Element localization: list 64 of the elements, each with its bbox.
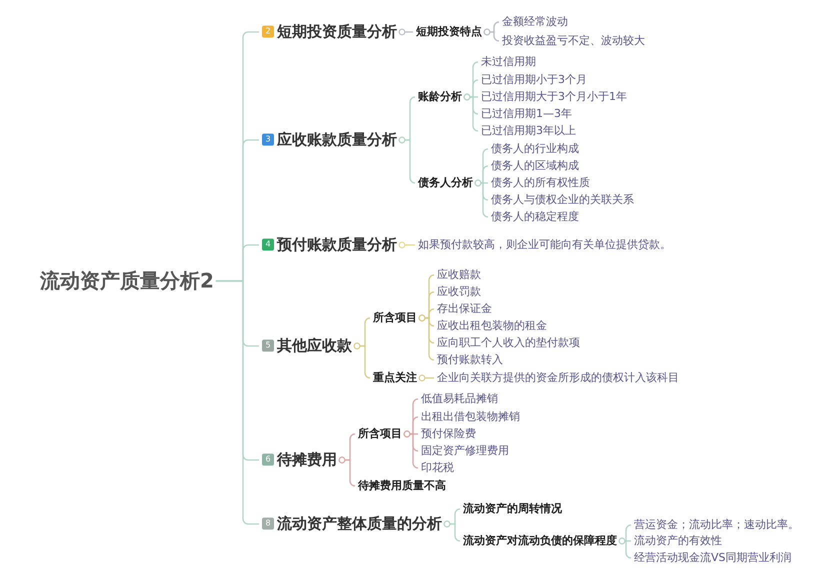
detail-label: 已过信用期1—3年 [481,107,572,121]
subtopic-label: 流动资产的周转情况 [463,502,562,516]
detail-label: 债务人的所有权性质 [491,176,590,190]
detail-label: 企业向关联方提供的资金所形成的债权计入该科目 [437,371,679,385]
number-badge: 3 [262,134,274,146]
detail-label: 如果预付款较高，则企业可能向有关单位提供贷款。 [418,238,671,252]
detail-label: 债务人的稳定程度 [491,210,579,224]
detail-label: 金额经常波动 [502,15,568,29]
number-badge: 6 [262,454,274,466]
number-badge: 2 [262,26,274,38]
connector-line [398,28,413,36]
detail-label: 固定资产修理费用 [421,444,509,458]
connector-line [484,28,500,42]
detail-label: 未过信用期 [481,55,536,69]
main-topic-title: 短期投资质量分析 [277,22,397,42]
subtopic-label: 所含项目 [373,311,417,325]
main-topic-title: 待摊费用 [277,450,337,470]
connector-line [216,280,259,525]
main-topic-title: 应收账款质量分析 [277,130,397,150]
connector-line [474,180,489,218]
main-topic-title: 流动资产整体质量的分析 [277,514,442,534]
detail-label: 应收出租包装物的租金 [437,319,547,333]
main-topic-title: 预付账款质量分析 [277,236,397,254]
detail-label: 预付账款转入 [437,353,503,367]
subtopic-label: 短期投资特点 [416,25,482,39]
connector-line [444,520,461,542]
connector-line [418,314,435,361]
detail-label: 应向职工个人收入的垫付款项 [437,336,580,350]
connector-line [404,430,419,469]
main-topic-title: 其他应收款 [277,336,352,356]
detail-label: 应收赔款 [437,268,481,282]
detail-label: 债务人的区域构成 [491,159,579,173]
subtopic-label: 账龄分析 [418,90,462,104]
detail-label: 已过信用期大于3个月小于1年 [481,90,627,104]
detail-label: 印花税 [421,461,454,475]
subtopic-label: 所含项目 [358,427,402,441]
connector-line [398,136,416,184]
connector-line [618,538,632,559]
connector-line [338,456,356,487]
detail-label: 经营活动现金流VS同期营业利润 [634,551,792,565]
detail-label: 已过信用期3年以上 [481,124,576,138]
connector-line [354,342,371,379]
number-badge: 4 [262,239,274,251]
subtopic-label: 流动资产对流动负债的保障程度 [463,534,617,548]
number-badge: 5 [262,340,274,352]
detail-label: 应收罚款 [437,285,481,299]
detail-label: 营运资金；流动比率；速动比率。 [634,518,799,532]
detail-label: 投资收益盈亏不定、波动较大 [502,34,645,48]
subtopic-label: 债务人分析 [418,176,473,190]
detail-label: 存出保证金 [437,302,492,316]
subtopic-label: 待摊费用质量不高 [358,479,446,493]
number-badge: 8 [262,518,274,530]
detail-label: 预付保险费 [421,427,476,441]
detail-label: 已过信用期小于3个月 [481,73,587,87]
detail-label: 债务人与债权企业的关联关系 [491,193,634,207]
subtopic-label: 重点关注 [373,371,417,385]
detail-label: 出租出借包装物摊销 [421,410,520,424]
detail-label: 低值易耗品摊销 [421,392,498,406]
connector-line [398,242,415,248]
connector-line [464,94,479,132]
detail-label: 债务人的行业构成 [491,142,579,156]
detail-label: 流动资产的有效性 [634,534,722,548]
connector-line [418,374,434,382]
central-topic: 流动资产质量分析2 [40,268,214,294]
